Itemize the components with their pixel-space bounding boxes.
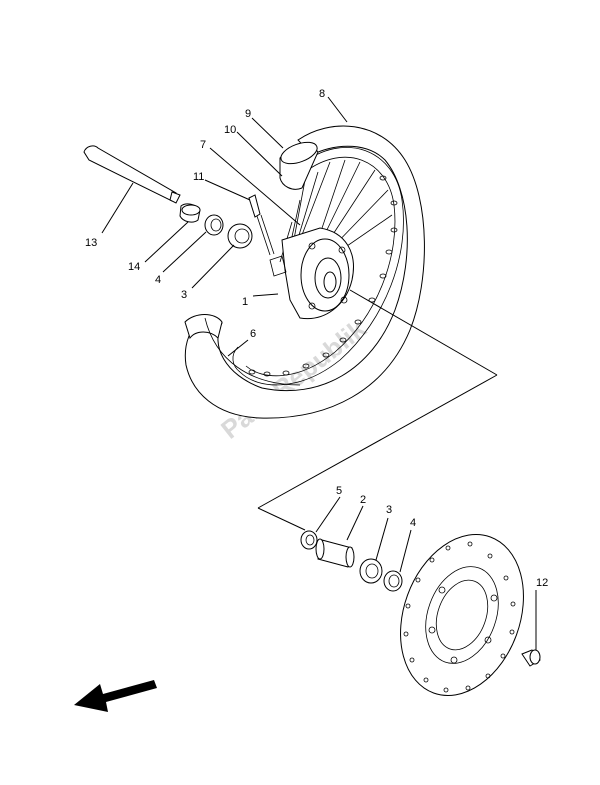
callout-3-left: 3 [181,289,187,301]
callout-numbers: 8 9 10 7 11 13 14 4 3 1 6 5 2 3 4 12 [85,88,548,589]
callout-9: 9 [245,108,251,120]
spacer-flange [315,538,355,568]
axle [83,145,181,204]
leader-lines [101,96,537,650]
tube [279,141,319,190]
oil-seal-left [204,214,224,236]
bearing-left [227,223,253,249]
callout-4-right: 4 [410,517,416,529]
callout-12: 12 [536,577,548,589]
callout-14: 14 [128,261,140,273]
brake-disc [400,534,524,696]
callout-4-left: 4 [155,274,161,286]
valve [248,194,275,256]
oil-seal-right [383,570,403,592]
callout-13: 13 [85,237,97,249]
callout-1: 1 [242,296,248,308]
front-arrow-icon [74,680,157,712]
callout-8: 8 [319,88,325,100]
callout-6: 6 [250,328,256,340]
callout-7: 7 [200,139,206,151]
callout-3-right: 3 [386,504,392,516]
collar [179,203,201,223]
assembly-guide-lines [257,289,498,531]
callout-5: 5 [336,485,342,497]
bolt [521,649,541,667]
spokes [279,159,393,263]
hub [269,227,354,320]
oil-seal-5 [300,530,318,550]
bearing-right [359,558,383,584]
rim-spoke-holes [248,175,398,377]
callout-2: 2 [360,494,366,506]
rim-band [184,314,301,386]
callout-11: 11 [193,171,204,183]
tire [184,125,425,419]
callout-10: 10 [224,124,236,136]
